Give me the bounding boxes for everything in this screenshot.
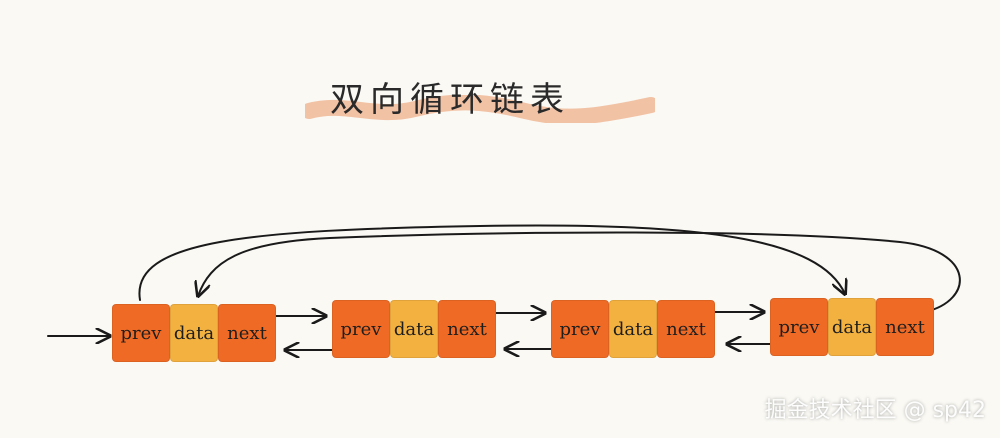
data-cell: data — [609, 300, 657, 358]
next-pointer-cell: next — [876, 298, 934, 356]
diagram-title: 双向循环链表 — [330, 80, 570, 120]
data-cell: data — [390, 300, 438, 358]
prev-pointer-cell: prev — [770, 298, 828, 356]
prev-pointer-cell: prev — [112, 304, 170, 362]
next-pointer-cell: next — [218, 304, 276, 362]
data-cell: data — [828, 298, 876, 356]
data-cell: data — [170, 304, 218, 362]
next-pointer-cell: next — [438, 300, 496, 358]
list-node-4: prev data next — [770, 298, 934, 356]
prev-pointer-cell: prev — [551, 300, 609, 358]
list-node-1: prev data next — [112, 304, 276, 362]
watermark-text: 掘金技术社区 @ sp42 — [764, 398, 986, 423]
tail-next-to-head-arrow — [198, 231, 961, 313]
list-node-3: prev data next — [551, 300, 715, 358]
head-prev-to-tail-arrow — [138, 224, 845, 301]
list-node-2: prev data next — [332, 300, 496, 358]
title-highlight-stroke — [305, 95, 655, 123]
prev-pointer-cell: prev — [332, 300, 390, 358]
next-pointer-cell: next — [657, 300, 715, 358]
